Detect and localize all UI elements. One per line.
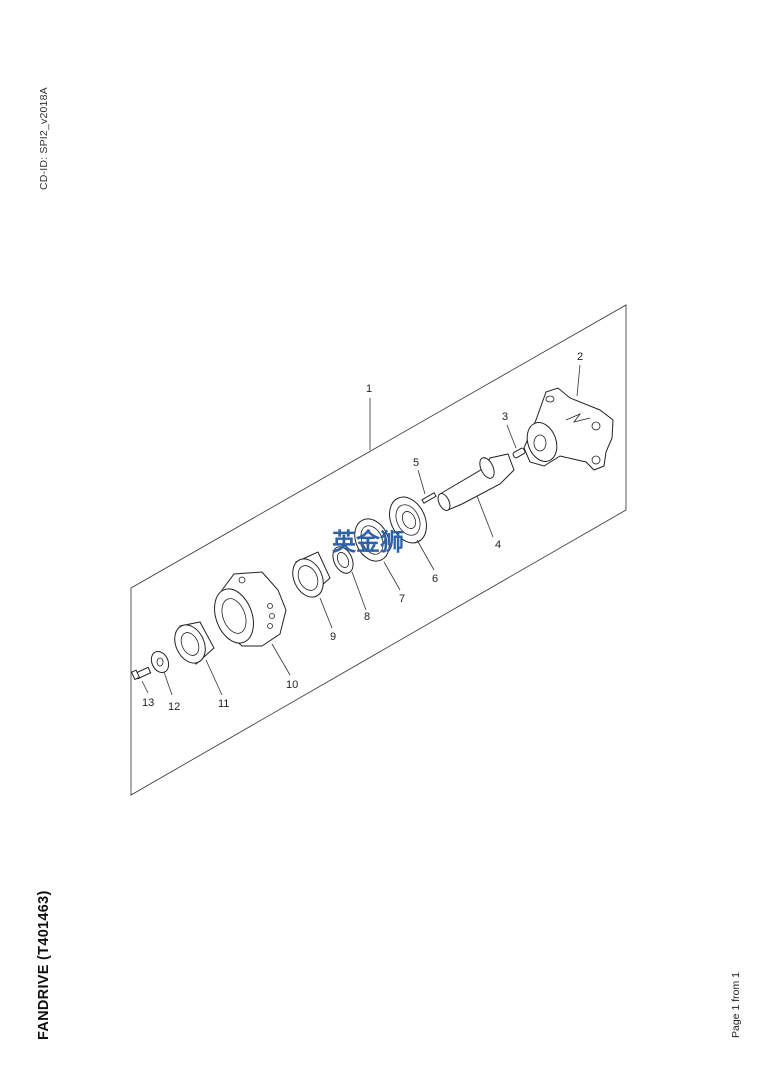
part-pin	[512, 447, 526, 459]
part-housing	[523, 387, 614, 471]
part-hub	[214, 571, 287, 647]
watermark: 英金狮	[332, 528, 404, 556]
callout-11: 11	[218, 698, 229, 710]
part-bearing-lower	[174, 621, 215, 665]
callout-1: 1	[366, 383, 372, 395]
callout-2: 2	[577, 351, 583, 363]
callout-10: 10	[286, 679, 298, 691]
callout-4: 4	[495, 539, 501, 551]
callout-5: 5	[413, 457, 419, 469]
part-bearing-upper	[292, 551, 331, 598]
assembly-boundary	[130, 304, 627, 796]
part-shaft	[437, 453, 515, 511]
leader-lines	[141, 364, 581, 696]
part-bolt	[130, 666, 152, 681]
callout-7: 7	[399, 593, 405, 605]
callout-8: 8	[364, 611, 370, 623]
callout-12: 12	[168, 701, 180, 713]
part-washer	[150, 650, 170, 674]
callout-6: 6	[432, 573, 438, 585]
callout-3: 3	[502, 411, 508, 423]
part-ring	[354, 518, 390, 562]
part-key	[421, 492, 437, 504]
part-spacer	[332, 546, 354, 574]
callout-9: 9	[330, 631, 336, 643]
callout-13: 13	[142, 697, 154, 709]
